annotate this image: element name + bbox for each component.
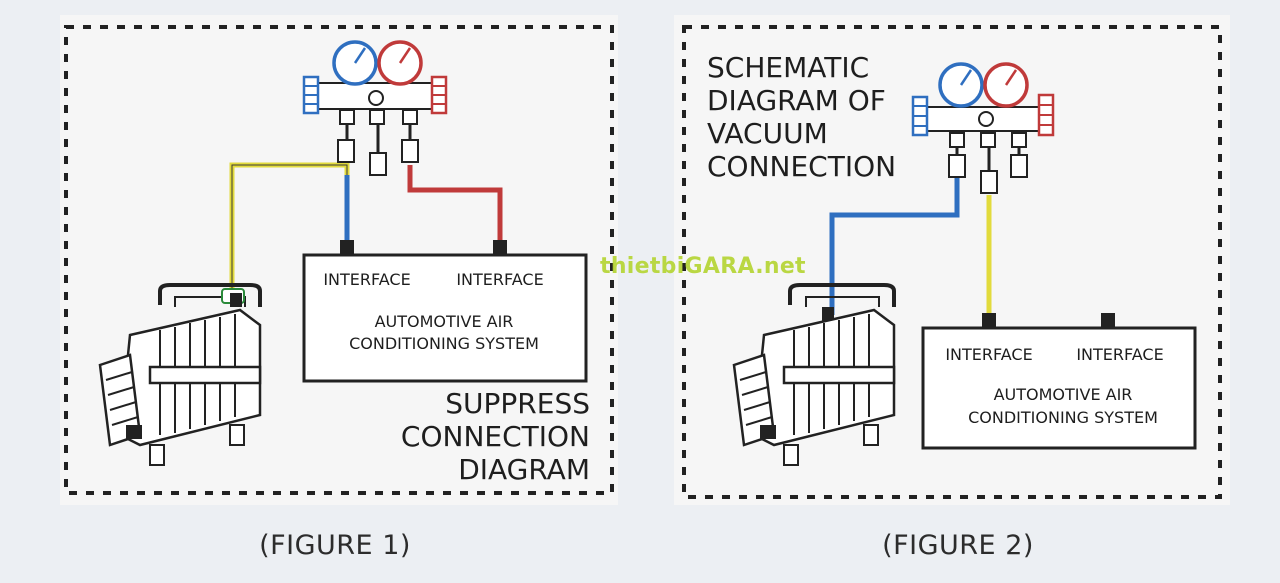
figure-2-title-line-2: DIAGRAM OF xyxy=(707,84,886,117)
interface-left-label: INTERFACE xyxy=(945,345,1032,364)
figure-2-diagram: SCHEMATIC DIAGRAM OF VACUUM CONNECTION xyxy=(682,25,1222,499)
figure-1-panel: INTERFACE INTERFACE AUTOMOTIVE AIR CONDI… xyxy=(60,15,618,505)
interface-right-label: INTERFACE xyxy=(1076,345,1163,364)
system-label-line-2: CONDITIONING SYSTEM xyxy=(349,334,539,353)
system-label-line-2: CONDITIONING SYSTEM xyxy=(968,408,1158,427)
dashed-frame xyxy=(64,25,614,495)
figure-1-diagram: INTERFACE INTERFACE AUTOMOTIVE AIR CONDI… xyxy=(64,25,614,495)
figure-2-panel: SCHEMATIC DIAGRAM OF VACUUM CONNECTION xyxy=(674,15,1230,505)
watermark-text: thietbiGARA.net xyxy=(600,254,806,279)
manifold-gauge-icon xyxy=(911,62,1055,194)
connector-right xyxy=(493,240,507,256)
red-hose xyxy=(407,165,503,255)
figure-1-title-line-2: CONNECTION xyxy=(401,420,590,453)
dashed-frame xyxy=(682,25,1222,499)
figure-1-title-line-3: DIAGRAM xyxy=(458,453,590,486)
vacuum-pump-icon xyxy=(732,283,896,466)
system-label-line-1: AUTOMOTIVE AIR xyxy=(375,312,514,331)
manifold-gauge-icon xyxy=(302,40,448,176)
interface-left-label: INTERFACE xyxy=(323,270,410,289)
figure-2-title-line-3: VACUUM xyxy=(707,117,828,150)
vacuum-pump-icon xyxy=(98,283,262,466)
interface-right-label: INTERFACE xyxy=(456,270,543,289)
figure-1-title-line-1: SUPPRESS xyxy=(445,387,590,420)
figure-2-caption: (FIGURE 2) xyxy=(882,530,1034,561)
blue-hose xyxy=(829,175,960,315)
figure-2-title-line-4: CONNECTION xyxy=(707,150,896,183)
ac-system-box xyxy=(921,326,1197,450)
connector-left xyxy=(340,240,354,256)
ac-system-box xyxy=(302,253,588,383)
connector-left xyxy=(982,313,996,329)
connector-right xyxy=(1101,313,1115,329)
system-label-line-1: AUTOMOTIVE AIR xyxy=(994,385,1133,404)
figure-2-title-line-1: SCHEMATIC xyxy=(707,51,869,84)
figure-1-caption: (FIGURE 1) xyxy=(259,530,411,561)
